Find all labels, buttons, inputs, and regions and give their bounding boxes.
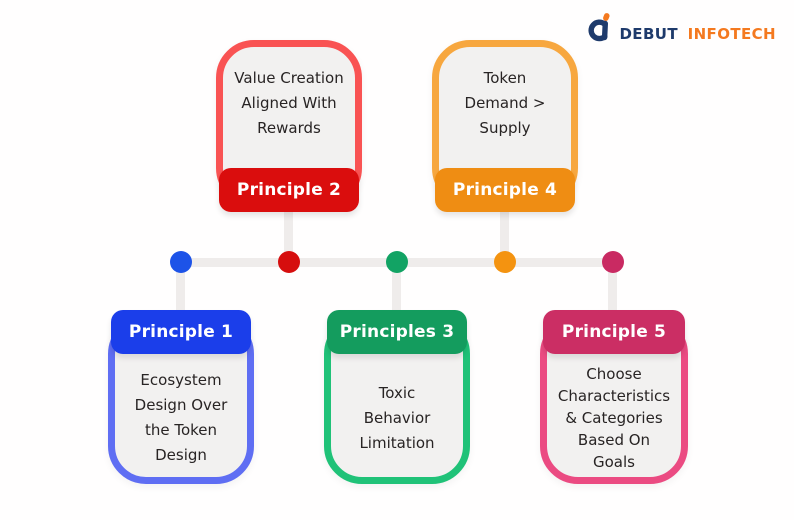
brand-name-second: INFOTECH <box>687 25 776 43</box>
timeline-dot-5 <box>602 251 624 273</box>
principle-1-text: Ecosystem Design Over the Token Design <box>134 371 228 464</box>
timeline-dot-1 <box>170 251 192 273</box>
debut-d-icon <box>588 13 611 42</box>
principle-5-card: Principle 5 Choose Characteristics & Cat… <box>540 310 688 484</box>
brand-logo: DEBUT INFOTECH <box>585 12 776 46</box>
connector-line-principle-3 <box>392 262 401 320</box>
principle-2-label: Principle 2 <box>219 168 359 212</box>
timeline-dot-3 <box>386 251 408 273</box>
principle-5-label: Principle 5 <box>543 310 685 354</box>
brand-name-first: DEBUT <box>619 25 678 43</box>
principle-2-text: Value Creation Aligned With Rewards <box>234 68 344 137</box>
principle-3-card: Principles 3 Toxic Behavior Limitation <box>324 310 470 484</box>
connector-line-principle-2 <box>284 202 293 264</box>
principle-1-label: Principle 1 <box>111 310 251 354</box>
connector-line-principle-1 <box>176 262 185 320</box>
timeline-dot-4 <box>494 251 516 273</box>
brand-name: DEBUT INFOTECH <box>619 25 776 46</box>
principle-3-label: Principles 3 <box>327 310 467 354</box>
principle-5-text: Choose Characteristics & Categories Base… <box>557 365 671 471</box>
connector-line-principle-4 <box>500 202 509 264</box>
principle-2-card: Value Creation Aligned With Rewards Prin… <box>216 40 362 212</box>
principle-4-card: Token Demand > Supply Principle 4 <box>432 40 578 212</box>
connector-line-principle-5 <box>608 262 617 320</box>
principle-3-text: Toxic Behavior Limitation <box>359 383 435 452</box>
principle-4-text: Token Demand > Supply <box>464 68 546 137</box>
principle-4-label: Principle 4 <box>435 168 575 212</box>
timeline-dot-2 <box>278 251 300 273</box>
principle-1-card: Principle 1 Ecosystem Design Over the To… <box>108 310 254 484</box>
